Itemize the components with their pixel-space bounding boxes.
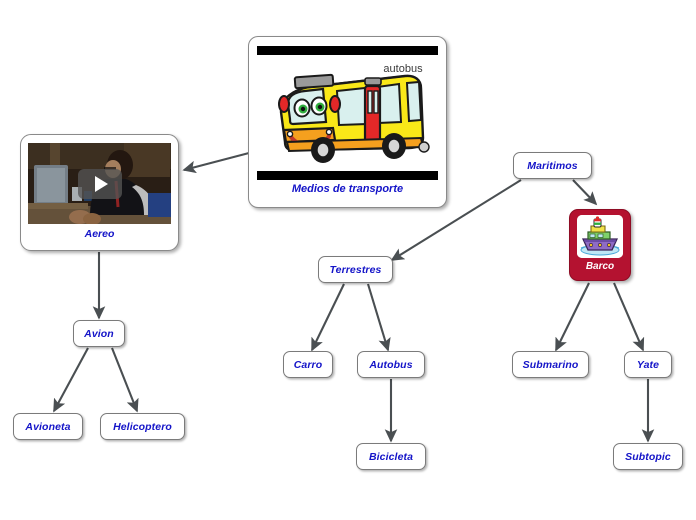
node-yate[interactable]: Yate: [624, 351, 672, 378]
node-submarino[interactable]: Submarino: [512, 351, 589, 378]
edge-barco-yate: [613, 282, 645, 352]
play-icon[interactable]: [77, 168, 122, 199]
node-medios-de-transporte[interactable]: autobus Medios de transporte: [248, 36, 447, 208]
node-avion[interactable]: Avion: [73, 320, 125, 347]
node-maritimos-label: Maritimos: [527, 159, 578, 172]
node-helicoptero-label: Helicoptero: [113, 420, 172, 433]
node-autobus-label: Autobus: [369, 358, 413, 371]
node-avioneta-label: Avioneta: [25, 420, 71, 433]
node-aereo[interactable]: Aereo: [20, 134, 179, 251]
video-thumbnail-person-at-computer: [28, 143, 171, 224]
edge-terrestres-autobus: [366, 283, 391, 352]
node-autobus[interactable]: Autobus: [357, 351, 425, 378]
node-avion-label: Avion: [84, 327, 114, 340]
edge-maritimos-barco: [572, 179, 598, 206]
node-barco-caption: Barco: [585, 261, 615, 272]
bus-image-label: autobus: [383, 63, 423, 75]
cartoon-bus-image: autobus: [257, 46, 438, 180]
node-carro[interactable]: Carro: [283, 351, 333, 378]
edge-avion-avioneta: [53, 347, 89, 413]
node-helicoptero[interactable]: Helicoptero: [100, 413, 185, 440]
node-submarino-label: Submarino: [522, 358, 579, 371]
node-terrestres-label: Terrestres: [329, 263, 382, 276]
node-subtopic-label: Subtopic: [625, 450, 671, 463]
edge-avion-helicoptero: [111, 347, 139, 413]
node-avioneta[interactable]: Avioneta: [13, 413, 83, 440]
node-carro-label: Carro: [293, 358, 323, 371]
node-aereo-caption: Aereo: [84, 228, 115, 240]
node-subtopic[interactable]: Subtopic: [613, 443, 683, 470]
edge-barco-submarino: [555, 282, 590, 352]
node-barco[interactable]: Barco: [569, 209, 631, 281]
cartoon-boat-image: [577, 215, 623, 258]
node-terrestres[interactable]: Terrestres: [318, 256, 393, 283]
node-bicicleta-label: Bicicleta: [368, 450, 414, 463]
node-central-caption: Medios de transporte: [291, 183, 404, 195]
edge-central-aereo: [182, 151, 250, 174]
node-maritimos[interactable]: Maritimos: [513, 152, 592, 179]
node-bicicleta[interactable]: Bicicleta: [356, 443, 426, 470]
edge-terrestres-carro: [311, 283, 345, 352]
node-yate-label: Yate: [636, 358, 660, 371]
